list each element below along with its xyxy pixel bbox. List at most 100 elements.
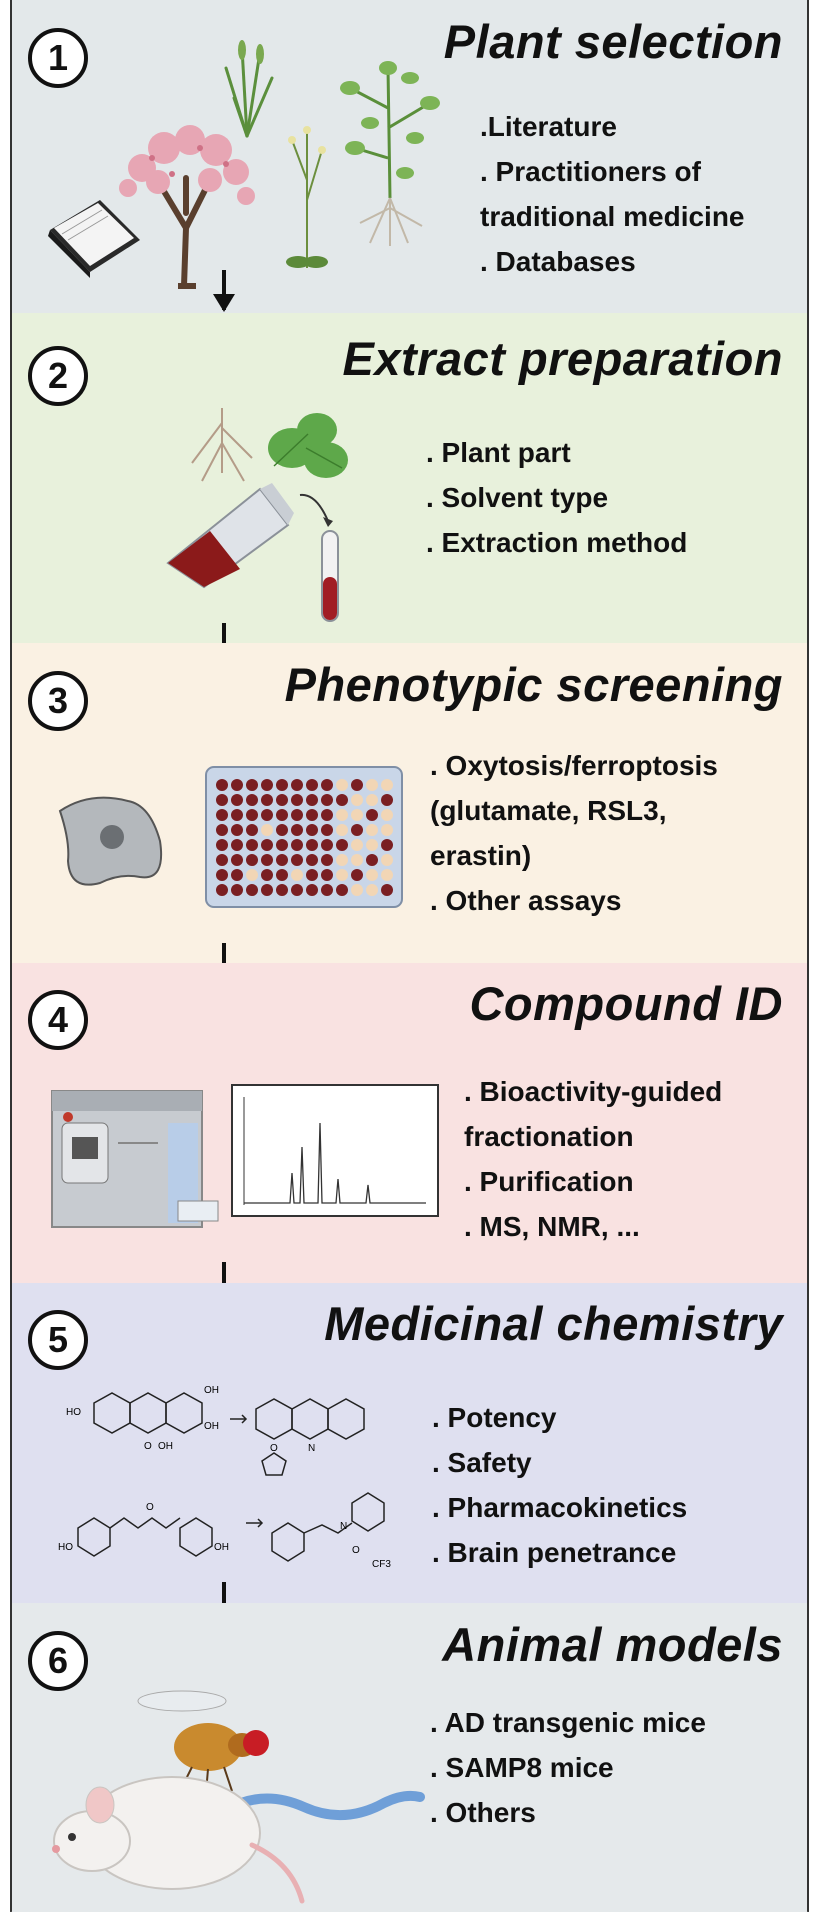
bullet-item: . Safety [432, 1447, 532, 1478]
plate-well [261, 839, 273, 851]
plate-well [351, 854, 363, 866]
bullet-item: . Plant part [426, 437, 571, 468]
bullet-item: . Brain penetrance [432, 1537, 677, 1568]
plate-well [231, 854, 243, 866]
plate-well [216, 869, 228, 881]
step-5-number: 5 [28, 1310, 88, 1370]
plate-well [321, 854, 333, 866]
hydrazone-structure-icon: N O CF3 [246, 1492, 391, 1570]
plate-well [351, 809, 363, 821]
bullet-item: . Purification [464, 1166, 634, 1197]
plate-well [321, 779, 333, 791]
plate-well [306, 809, 318, 821]
step-2-title: Extract preparation [342, 332, 783, 385]
chem-label: CF3 [372, 1559, 391, 1570]
plate-well [261, 854, 273, 866]
plate-well [246, 824, 258, 836]
pea-plant-icon [340, 61, 440, 246]
bullet-item: . Extraction method [426, 527, 688, 558]
plate-well [261, 869, 273, 881]
bullet-item: . Other assays [430, 885, 622, 916]
plate-well [366, 779, 378, 791]
plate-well [216, 794, 228, 806]
plate-well [276, 794, 288, 806]
plate-well [276, 779, 288, 791]
step-2-bullets: . Plant part . Solvent type . Extraction… [426, 430, 687, 565]
plate-well [366, 884, 378, 896]
plate-well [321, 824, 333, 836]
hplc-instrument-icon [51, 1090, 219, 1228]
chem-label: N [308, 1443, 315, 1454]
plate-well [216, 809, 228, 821]
plate-well [231, 839, 243, 851]
chem-label: OH [158, 1441, 173, 1452]
plate-well [216, 839, 228, 851]
step-3-title: Phenotypic screening [284, 658, 783, 711]
plate-well [246, 794, 258, 806]
plate-well [381, 839, 393, 851]
bullet-item: . AD transgenic mice [430, 1707, 706, 1738]
plate-well [291, 884, 303, 896]
bullet-item: . Potency [432, 1402, 557, 1433]
bullet-item: . MS, NMR, ... [464, 1211, 640, 1242]
plate-well [336, 884, 348, 896]
well-plate-icon [205, 766, 403, 908]
plate-well [351, 779, 363, 791]
plate-well [336, 824, 348, 836]
step-4-title: Compound ID [469, 977, 783, 1030]
plate-well [216, 824, 228, 836]
plate-well [231, 869, 243, 881]
book-icon [48, 200, 140, 278]
chem-label: O [270, 1443, 278, 1454]
plate-well [291, 779, 303, 791]
plate-well [231, 809, 243, 821]
flowering-herb-icon [286, 126, 328, 268]
plate-well [366, 809, 378, 821]
cell-icon [58, 796, 162, 886]
plate-well [216, 779, 228, 791]
chem-label: HO [66, 1407, 81, 1418]
plate-well [381, 794, 393, 806]
bullet-item: . Oxytosis/ferroptosis [430, 750, 718, 781]
plate-well [321, 794, 333, 806]
plate-well [381, 854, 393, 866]
bullet-item: . Bioactivity-guided [464, 1076, 723, 1107]
plate-well [351, 869, 363, 881]
plate-well [276, 869, 288, 881]
step-3-number: 3 [28, 671, 88, 731]
plate-well [336, 869, 348, 881]
plate-well [306, 794, 318, 806]
plate-well [231, 779, 243, 791]
step-3-panel: 3 Phenotypic screening . Oxytosis/ferrop… [12, 643, 807, 963]
plate-well [246, 869, 258, 881]
plate-well [291, 854, 303, 866]
step-4-bullets: . Bioactivity-guided fractionation . Pur… [464, 1069, 722, 1249]
step-6-panel: 6 Animal models . AD transgenic mice . S… [12, 1603, 807, 1912]
plate-well [276, 839, 288, 851]
worm-icon [223, 1790, 425, 1820]
plate-well [261, 809, 273, 821]
test-tube-icon [299, 493, 339, 622]
chem-label: OH [204, 1385, 219, 1396]
plate-well [291, 794, 303, 806]
flavonoid-structure-icon: HO OH OH O OH [66, 1385, 219, 1452]
bullet-item: . SAMP8 mice [430, 1752, 614, 1783]
chem-label: HO [58, 1542, 73, 1553]
plate-well [276, 809, 288, 821]
plate-well [291, 869, 303, 881]
plate-well [366, 824, 378, 836]
bullet-item: traditional medicine [480, 201, 745, 232]
chem-label: OH [214, 1542, 229, 1553]
chem-label: N [340, 1521, 347, 1532]
plate-well [366, 869, 378, 881]
plate-well [351, 884, 363, 896]
mouse-icon [52, 1776, 305, 1904]
flask-icon [166, 483, 294, 589]
plate-well [321, 884, 333, 896]
plate-well [381, 779, 393, 791]
step-5-panel: 5 Medicinal chemistry . Potency . Safety… [12, 1283, 807, 1603]
step-4-panel: 4 Compound ID . Bioactivity-guided fract… [12, 963, 807, 1283]
leaves-icon [268, 413, 348, 478]
step-1-panel: 1 Plant selection .Literature . Practiti… [12, 0, 807, 313]
plate-well [336, 809, 348, 821]
